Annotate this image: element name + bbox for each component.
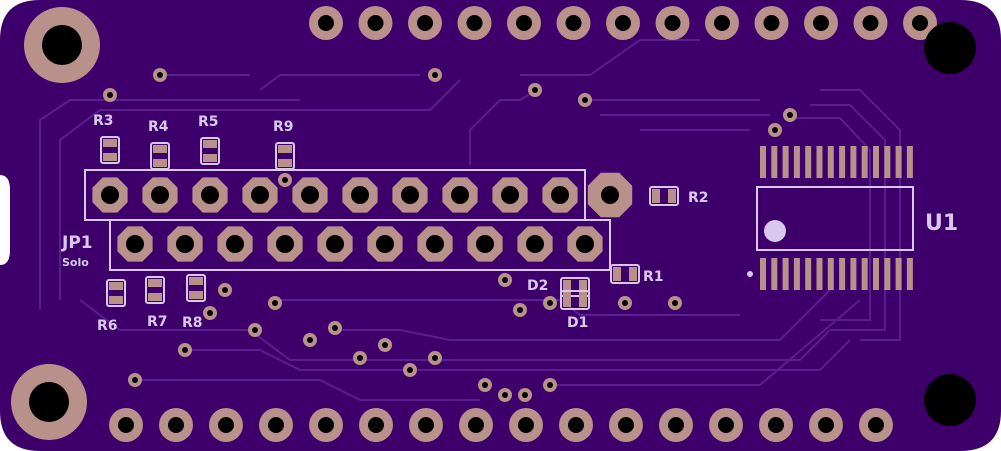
- smd-components: [100, 136, 679, 310]
- label-r6: R6: [97, 318, 118, 334]
- u1-pin-top: [760, 146, 766, 178]
- u1-pin-top: [895, 146, 902, 178]
- u1-pins: [760, 146, 913, 290]
- resistor-r7: [145, 276, 165, 304]
- jp1-bottom-row-outline: [109, 219, 611, 271]
- u1-pin-top: [861, 146, 868, 178]
- u1-pin-top: [906, 146, 913, 178]
- jp1-pads: [92, 172, 633, 262]
- u1-pin-top: [805, 146, 812, 178]
- label-r9: R9: [273, 119, 294, 135]
- u1-pin-bottom: [816, 258, 823, 290]
- u1-pin-top: [827, 146, 834, 178]
- u1-pin-bottom: [861, 258, 868, 290]
- u1-pin-bottom: [884, 258, 891, 290]
- u1-pin-bottom: [793, 258, 800, 290]
- u1-dot: [747, 271, 753, 277]
- diode-d1: [560, 290, 590, 310]
- label-r2: R2: [688, 190, 709, 206]
- label-r1: R1: [643, 269, 664, 285]
- u1-pin-bottom: [760, 258, 766, 290]
- u1-pin-bottom: [850, 258, 857, 290]
- label-r3: R3: [93, 113, 114, 129]
- mounting-hole-bottom-right: [924, 374, 976, 426]
- u1-pin-top: [771, 146, 778, 178]
- u1-pin-top: [839, 146, 846, 178]
- traces: [39, 10, 901, 401]
- u1-pin-top: [850, 146, 857, 178]
- vias: [103, 68, 797, 402]
- top-header-pads: [309, 6, 937, 40]
- u1-pin-top: [884, 146, 891, 178]
- u1-pin-bottom: [906, 258, 913, 290]
- silkscreen-outlines: [84, 169, 914, 271]
- bottom-header-pads: [109, 408, 893, 442]
- resistor-r8: [186, 274, 206, 302]
- mounting-hole-top-right: [924, 22, 976, 74]
- u1-pin-top: [816, 146, 823, 178]
- resistor-r6: [106, 279, 126, 307]
- label-d2: D2: [527, 278, 548, 294]
- label-jp1-sub: Solo: [62, 256, 89, 269]
- u1-pin-top: [793, 146, 800, 178]
- silk-labels: JP1 Solo U1 R1 R2 R3 R4 R5 R9 R6 R7 R8 D…: [61, 113, 958, 334]
- label-r8: R8: [182, 315, 203, 331]
- diode-d2: [560, 277, 590, 297]
- u1-pin-top: [873, 146, 879, 178]
- label-jp1: JP1: [61, 233, 93, 253]
- resistor-r1: [610, 264, 640, 284]
- u1-outline: [756, 186, 914, 251]
- u1-pin-bottom: [839, 258, 846, 290]
- u1-pin1-marker: [764, 220, 786, 242]
- label-r7: R7: [147, 314, 168, 330]
- u1-pin-bottom: [895, 258, 902, 290]
- resistor-r9: [275, 142, 295, 170]
- label-r5: R5: [198, 114, 219, 130]
- label-d1: D1: [567, 315, 588, 331]
- u1-pin-top: [782, 146, 789, 178]
- u1-pin-bottom: [782, 258, 789, 290]
- resistor-r4: [150, 142, 170, 170]
- resistor-r2: [649, 186, 679, 206]
- label-r4: R4: [148, 119, 169, 135]
- u1-pin-bottom: [873, 258, 879, 290]
- u1-pin-bottom: [827, 258, 834, 290]
- label-u1: U1: [925, 211, 958, 236]
- mounting-holes: [11, 7, 976, 440]
- resistor-r5: [200, 137, 220, 165]
- resistor-r3: [100, 136, 120, 164]
- u1-pin-bottom: [805, 258, 812, 290]
- u1-pin-bottom: [771, 258, 778, 290]
